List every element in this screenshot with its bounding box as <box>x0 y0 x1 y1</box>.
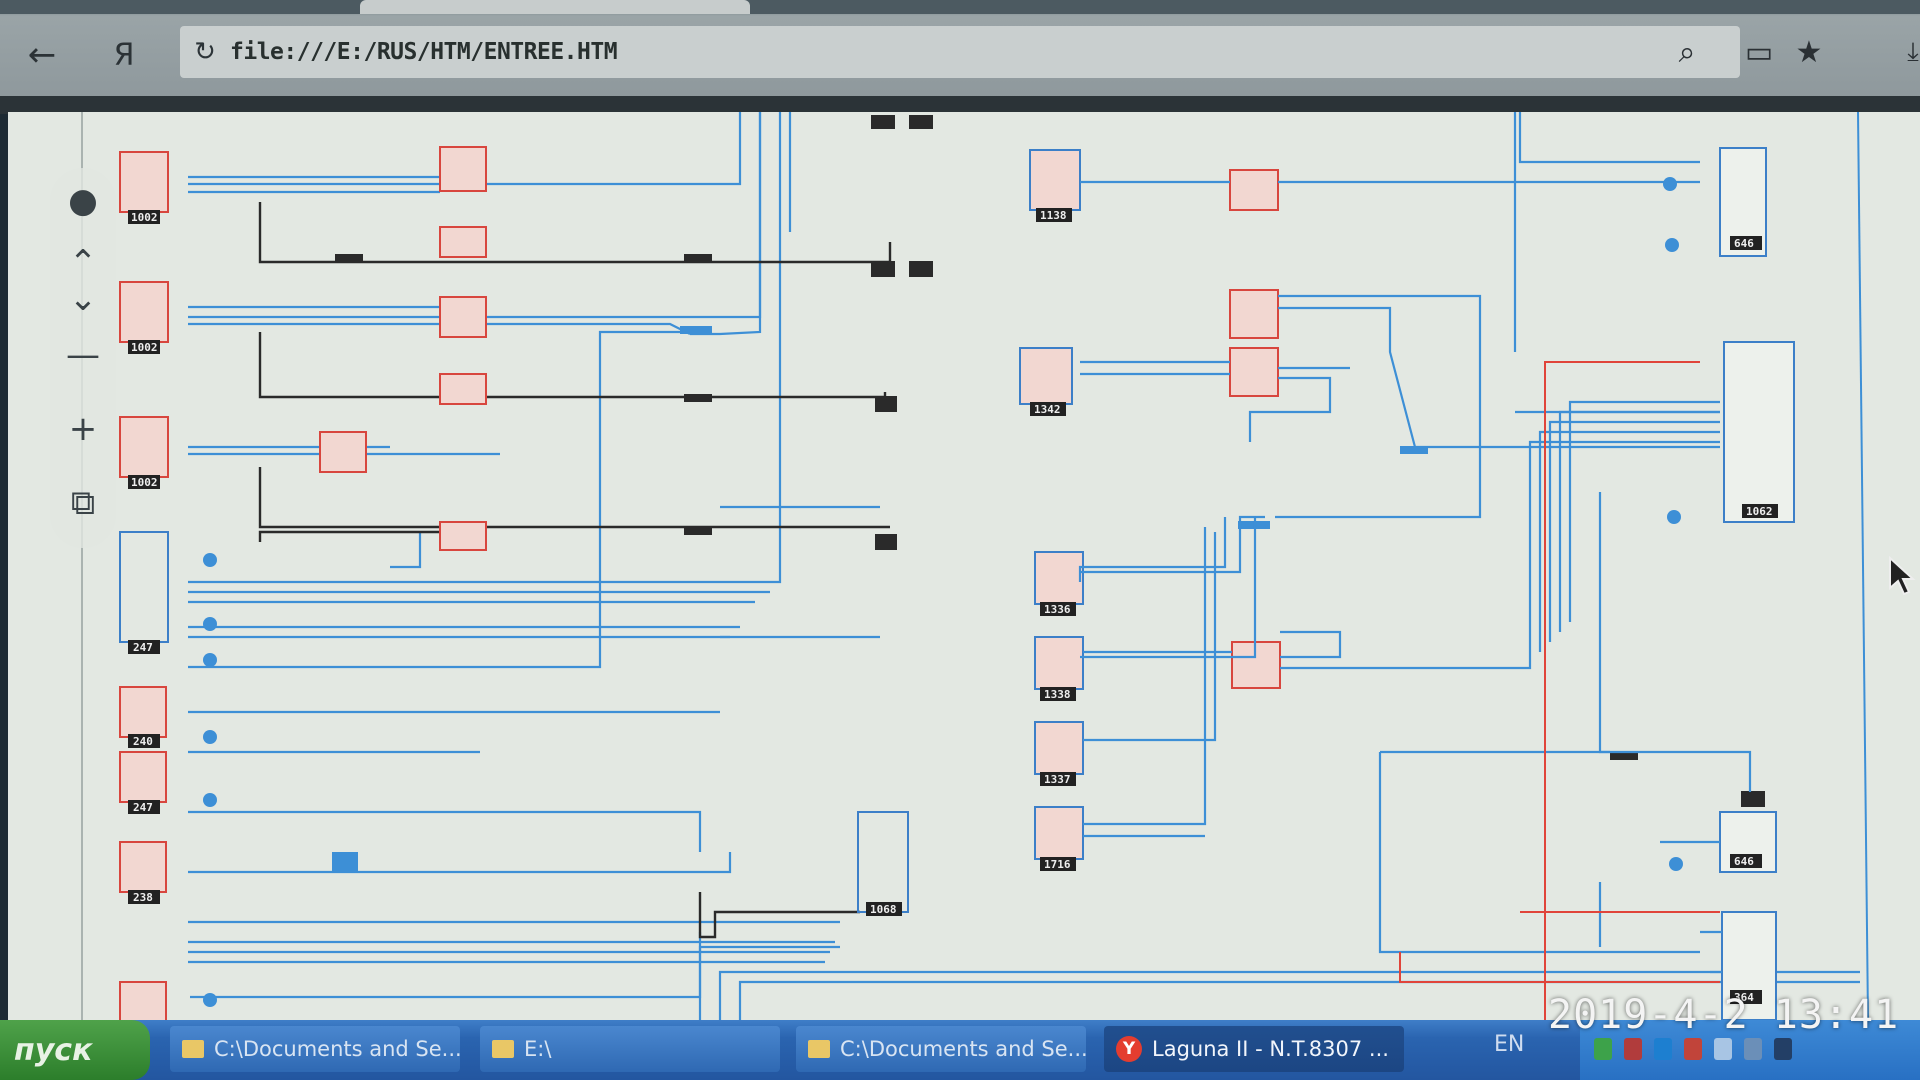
tray-network-icon[interactable] <box>1654 1038 1672 1060</box>
middle-components <box>1019 149 1281 860</box>
reload-icon[interactable]: ↻ <box>194 37 216 67</box>
tag-c13: 1716 <box>1044 858 1071 871</box>
ground-symbols <box>871 115 1765 807</box>
tag-c10: 1336 <box>1044 603 1071 616</box>
tray-security-icon[interactable] <box>1774 1038 1792 1060</box>
left-blue-wires <box>188 112 1860 1020</box>
tag-c9: 1342 <box>1034 403 1061 416</box>
search-icon[interactable]: ⌕ <box>1678 34 1696 70</box>
toolbar-shadow-band <box>0 96 1920 114</box>
left-components <box>119 146 909 1020</box>
tag-c17: 646 <box>1734 855 1754 868</box>
zoom-out-button[interactable]: — <box>66 335 100 375</box>
tag-c16: 1062 <box>1746 505 1773 518</box>
tab-strip <box>0 0 1920 14</box>
right-components <box>1719 147 1795 1020</box>
diagram-right-border <box>1857 112 1869 1020</box>
address-bar[interactable]: ↻ file:///E:/RUS/HTM/ENTREE.HTM <box>180 26 1740 78</box>
wiring-diagram: 1002 1002 1002 247 240 247 238 1138 1342… <box>81 112 1869 1020</box>
tag-c15: 646 <box>1734 237 1754 250</box>
folder-icon <box>182 1040 204 1058</box>
browser-toolbar: ← Я ↻ file:///E:/RUS/HTM/ENTREE.HTM ⌕ ▭ … <box>0 0 1920 110</box>
tag-c11: 1338 <box>1044 688 1071 701</box>
tag-c2: 1002 <box>131 341 158 354</box>
tag-c18: 364 <box>1734 991 1754 1004</box>
tag-c7: 238 <box>133 891 153 904</box>
zoom-in-button[interactable]: + <box>68 409 98 449</box>
tray-antivirus-icon[interactable] <box>1624 1038 1642 1060</box>
task-label: C:\Documents and Se... <box>214 1037 460 1061</box>
red-wires <box>1399 361 1720 1020</box>
tray-volume-icon[interactable] <box>1714 1038 1732 1060</box>
drive-icon <box>492 1040 514 1058</box>
task-laguna-browser[interactable]: Y Laguna II - N.T.8307 ... <box>1104 1026 1404 1072</box>
scroll-down-icon[interactable]: ⌄ <box>68 279 98 319</box>
tag-c3: 1002 <box>131 476 158 489</box>
active-tab[interactable] <box>360 0 750 14</box>
system-tray <box>1580 1020 1920 1080</box>
bookmark-star-icon[interactable]: ★ <box>1795 34 1823 70</box>
photo-timestamp: 2019-4-2 13:41 <box>1548 992 1900 1038</box>
tag-c14: 1068 <box>870 903 897 916</box>
zoom-controls: ● ⌃ ⌄ — + ⧉ <box>50 168 116 548</box>
left-black-wires <box>258 202 892 939</box>
start-label: пуск <box>14 1032 93 1068</box>
tag-c12: 1337 <box>1044 773 1071 786</box>
task-label: E:\ <box>524 1037 552 1061</box>
back-arrow-icon: ← <box>27 35 57 75</box>
document-viewer[interactable] <box>8 112 1920 1020</box>
yandex-brand-button[interactable]: Я <box>96 30 152 80</box>
address-url[interactable]: file:///E:/RUS/HTM/ENTREE.HTM <box>230 39 618 65</box>
tag-c8: 1138 <box>1040 209 1067 222</box>
language-indicator[interactable]: EN <box>1494 1032 1525 1057</box>
tag-c4: 247 <box>133 641 153 654</box>
reader-mode-icon[interactable]: ▭ <box>1744 34 1774 70</box>
splice-connectors <box>335 254 1638 760</box>
task-documents-1[interactable]: C:\Documents and Se... <box>170 1026 460 1072</box>
yandex-browser-icon: Y <box>1116 1036 1142 1062</box>
tag-c1: 1002 <box>131 211 158 224</box>
middle-blue-wires <box>1078 112 1752 974</box>
tray-app-icon[interactable] <box>1684 1038 1702 1060</box>
connector-dots <box>203 177 1683 1007</box>
tag-c6: 247 <box>133 801 153 814</box>
task-drive-e[interactable]: E:\ <box>480 1026 780 1072</box>
taskbar: пуск C:\Documents and Se... E:\ C:\Docum… <box>0 1020 1920 1080</box>
tray-battery-icon[interactable] <box>1594 1038 1612 1060</box>
start-button[interactable]: пуск <box>0 1020 150 1080</box>
scroll-up-icon[interactable]: ⌃ <box>68 243 98 283</box>
tray-misc-icon[interactable] <box>1744 1038 1762 1060</box>
record-dot-icon[interactable]: ● <box>68 181 98 221</box>
task-documents-2[interactable]: C:\Documents and Se... <box>796 1026 1086 1072</box>
task-label: Laguna II - N.T.8307 ... <box>1152 1037 1389 1061</box>
folder-icon <box>808 1040 830 1058</box>
tag-c5: 240 <box>133 735 153 748</box>
yandex-logo-icon: Я <box>113 37 135 73</box>
back-button[interactable]: ← <box>14 30 70 80</box>
task-label: C:\Documents and Se... <box>840 1037 1086 1061</box>
component-tags: 1002 1002 1002 247 240 247 238 1138 1342… <box>128 208 1778 1004</box>
mouse-cursor-icon <box>1889 556 1916 596</box>
fit-page-icon[interactable]: ⧉ <box>70 483 96 523</box>
download-icon[interactable]: ⤓ <box>1907 36 1919 67</box>
